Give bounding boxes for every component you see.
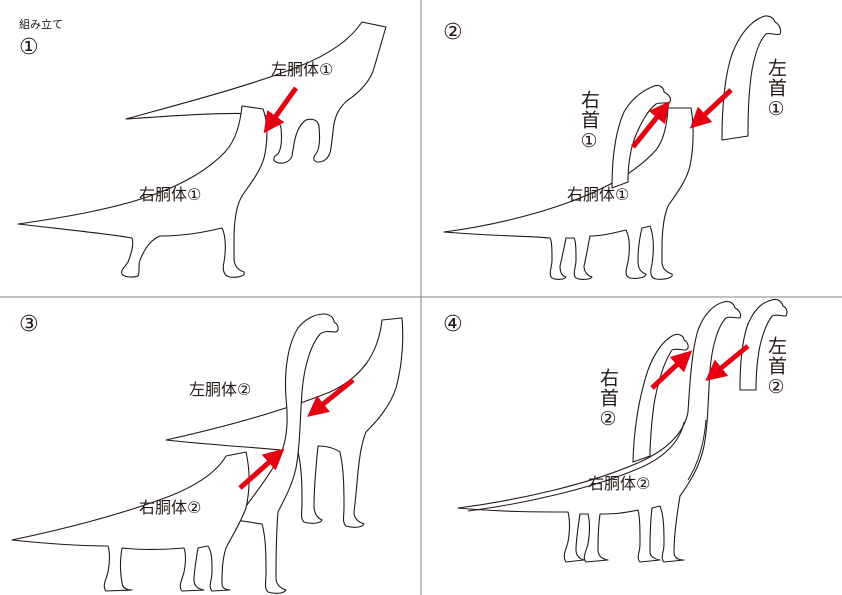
red-arrow (689, 88, 733, 129)
left-neck-piece (721, 15, 782, 141)
red-arrow (631, 101, 670, 149)
red-arrow (650, 350, 693, 390)
label-right-neck: 右首① (578, 90, 600, 153)
red-arrow (238, 448, 285, 490)
red-arrow (705, 344, 750, 381)
step-number-1: ① (19, 35, 39, 60)
assembled-body-piece (457, 300, 742, 563)
panel-1 (17, 21, 387, 278)
layer-edge-line (467, 421, 685, 512)
step-number-2: ② (443, 20, 463, 45)
label-right-body: 右胴体① (567, 185, 630, 204)
red-arrow (307, 378, 355, 417)
label-right-neck: 右首② (597, 368, 619, 431)
right-neck-piece (632, 333, 689, 463)
right-body-piece (17, 105, 268, 278)
label-left-neck: 左首① (765, 58, 787, 121)
page-title: 組み立て (19, 18, 63, 31)
step-number-3: ③ (19, 312, 39, 337)
label-right-body: 右胴体② (588, 474, 651, 493)
red-arrow (263, 86, 299, 134)
label-left-neck: 左首② (765, 336, 787, 399)
left-body-piece (125, 21, 387, 164)
step-number-4: ④ (443, 312, 463, 337)
label-right-body: 右胴体① (139, 185, 202, 204)
panel-3 (11, 313, 404, 594)
right-body-piece (443, 107, 694, 280)
label-left-body: 左胴体② (189, 380, 252, 399)
panel-4 (457, 298, 788, 563)
right-neck-piece (611, 84, 672, 189)
right-body-piece (11, 451, 250, 592)
panel-2 (443, 15, 782, 280)
label-right-body: 右胴体② (139, 498, 202, 517)
left-neck-piece (739, 298, 788, 391)
layer-edge-line (687, 419, 707, 481)
label-left-body: 左胴体① (271, 60, 334, 79)
left-body-piece (165, 317, 404, 528)
neck-piece (235, 313, 339, 594)
